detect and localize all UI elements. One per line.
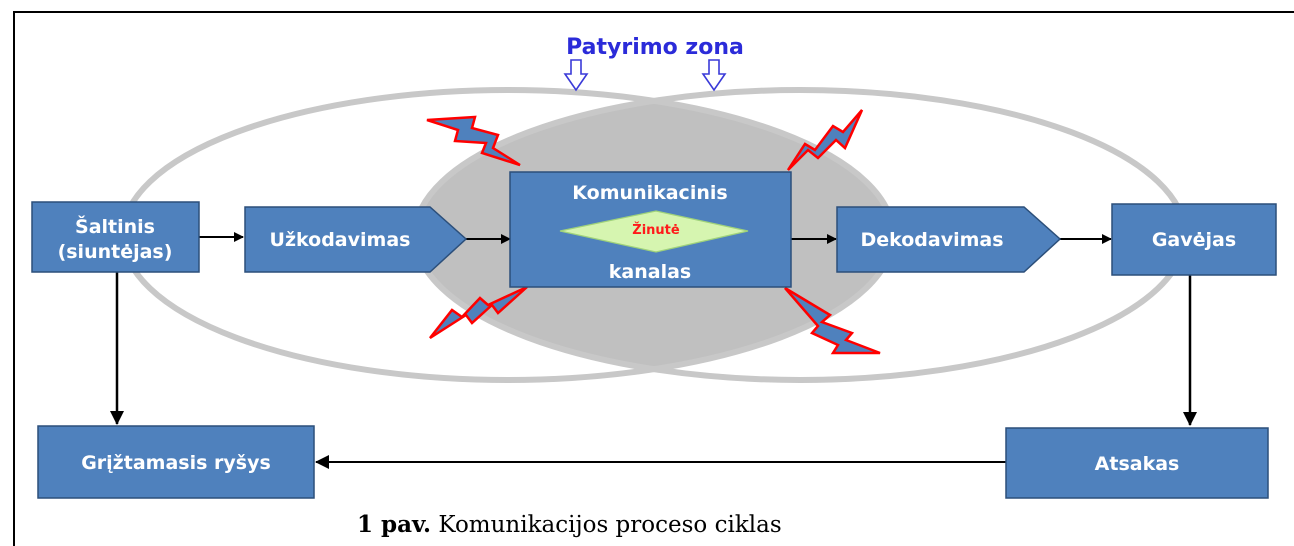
overlap-region (415, 90, 893, 380)
encoding-node: Užkodavimas (244, 206, 468, 273)
source-label-line1: Šaltinis (75, 214, 155, 238)
feedback-node: Grįžtamasis ryšys (37, 425, 315, 499)
channel-label-bottom: kanalas (609, 261, 691, 283)
source-label-line2: (siuntėjas) (58, 241, 173, 263)
receiver-node: Gavėjas (1111, 203, 1277, 276)
experience-zone-title: Patyrimo zona (566, 35, 744, 60)
down-arrow-icon (563, 59, 589, 92)
noise-lightning-bottom-right (784, 286, 881, 355)
figure-frame (13, 11, 1294, 546)
response-node: Atsakas (1005, 427, 1269, 499)
noise-lightning-top-right (786, 109, 864, 171)
noise-lightning-bottom-left (429, 285, 528, 340)
channel-label-top: Komunikacinis (572, 182, 727, 204)
decoding-node: Dekodavimas (836, 206, 1062, 273)
receiver-label: Gavėjas (1152, 229, 1236, 251)
noise-lightning-top-left (426, 115, 521, 167)
feedback-label: Grįžtamasis ryšys (81, 452, 271, 474)
source-node: Šaltinis (siuntėjas) (31, 201, 200, 273)
encoding-label: Užkodavimas (270, 229, 411, 251)
decoding-label: Dekodavimas (860, 229, 1003, 251)
response-label: Atsakas (1095, 453, 1180, 475)
channel-node: Komunikacinis kanalas (509, 171, 792, 288)
down-arrow-icon (701, 59, 727, 92)
message-label: Žinutė (632, 222, 680, 238)
figure-caption: 1 pav. Komunikacijos proceso ciklas (357, 511, 782, 538)
caption-label: 1 pav. (357, 511, 432, 538)
message-node: Žinutė (559, 210, 749, 253)
caption-text: Komunikacijos proceso ciklas (438, 512, 782, 538)
